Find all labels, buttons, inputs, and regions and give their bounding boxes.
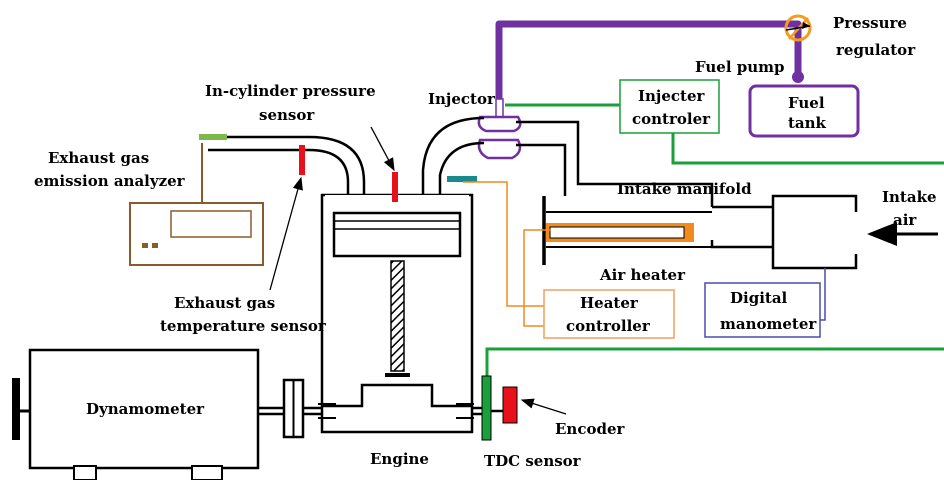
heater-controller-label-2: controller bbox=[566, 317, 651, 335]
exhaust-analyzer-label-2: emission analyzer bbox=[34, 172, 186, 190]
in-cylinder-pressure-label-1: In-cylinder pressure bbox=[205, 82, 376, 100]
fuel-line bbox=[495, 20, 802, 100]
dynamometer-foot-right bbox=[191, 465, 223, 480]
fuel-tank-label-2: tank bbox=[788, 114, 827, 132]
tdc-signal-line bbox=[485, 347, 944, 378]
pressure-regulator-label-2: regulator bbox=[836, 41, 916, 59]
air-heater-label-text: Air heater bbox=[599, 266, 686, 284]
heater-controller-label-1: Heater bbox=[580, 294, 639, 312]
drive-shaft bbox=[258, 406, 503, 416]
connecting-rod bbox=[390, 260, 405, 372]
shaft-coupling bbox=[282, 378, 305, 439]
tdc-sensor-label: TDC sensor bbox=[484, 452, 582, 470]
fuel-pump-icon bbox=[792, 71, 804, 83]
injector-label: Injector bbox=[428, 90, 496, 108]
digital-manometer-box bbox=[704, 282, 821, 338]
injector-controller-label-2: controler bbox=[632, 110, 711, 128]
exhaust-analyzer-label-1: Exhaust gas bbox=[48, 149, 149, 167]
pressure-regulator-icon bbox=[784, 14, 812, 42]
fuel-tank bbox=[748, 84, 860, 138]
encoder-icon bbox=[502, 386, 518, 424]
dynamometer-label: Dynamometer bbox=[86, 400, 205, 418]
tdc-sensor-disc bbox=[481, 375, 492, 441]
shaft-bearing-marks bbox=[318, 403, 474, 419]
dynamometer-end-flange bbox=[12, 378, 20, 440]
intake-port-sensor bbox=[447, 176, 477, 182]
exhaust-pipe bbox=[208, 135, 366, 195]
digital-manometer-label-1: Digital bbox=[730, 289, 788, 307]
analyzer-probe bbox=[199, 134, 227, 140]
encoder-label: Encoder bbox=[555, 420, 626, 438]
exhaust-temp-sensor-label-2: temperature sensor bbox=[160, 317, 327, 335]
injector-signal-line bbox=[505, 103, 944, 165]
air-heater-icon bbox=[546, 223, 694, 242]
intake-plenum bbox=[771, 194, 858, 270]
heater-wires bbox=[463, 181, 551, 327]
digital-manometer-label-2: manometer bbox=[720, 315, 817, 333]
fuel-pump-label: Fuel pump bbox=[695, 58, 785, 76]
injector-controller-label-1: Injecter bbox=[638, 87, 705, 105]
crank-journal bbox=[385, 373, 410, 377]
piston bbox=[332, 211, 462, 258]
dynamometer-foot-left bbox=[73, 465, 97, 480]
dynamometer-box bbox=[28, 348, 260, 470]
in-cylinder-pressure-label-2: sensor bbox=[259, 106, 315, 124]
injector-icon bbox=[477, 98, 522, 160]
exhaust-temp-sensor-label-1: Exhaust gas bbox=[174, 294, 275, 312]
exhaust-temp-sensor-arrow bbox=[269, 176, 303, 291]
injector-controller-box bbox=[619, 79, 720, 134]
pressure-regulator-label-1: Pressure bbox=[833, 14, 907, 32]
exhaust-gas-temperature-sensor bbox=[299, 145, 305, 175]
encoder-arrow bbox=[520, 398, 567, 415]
intake-air-label-1: Intake bbox=[882, 188, 937, 206]
fuel-tank-label-1: Fuel bbox=[788, 94, 825, 112]
crankcase bbox=[322, 383, 472, 408]
pressure-sensor-arrow bbox=[370, 126, 395, 172]
heater-controller-box bbox=[543, 289, 675, 339]
engine-label: Engine bbox=[370, 450, 429, 468]
intake-manifold-label: Intake manifold bbox=[617, 180, 752, 198]
exhaust-gas-analyzer bbox=[129, 202, 264, 266]
in-cylinder-pressure-sensor bbox=[392, 172, 398, 202]
intake-air-label-2: air bbox=[893, 211, 917, 229]
manometer-tube bbox=[819, 268, 826, 321]
